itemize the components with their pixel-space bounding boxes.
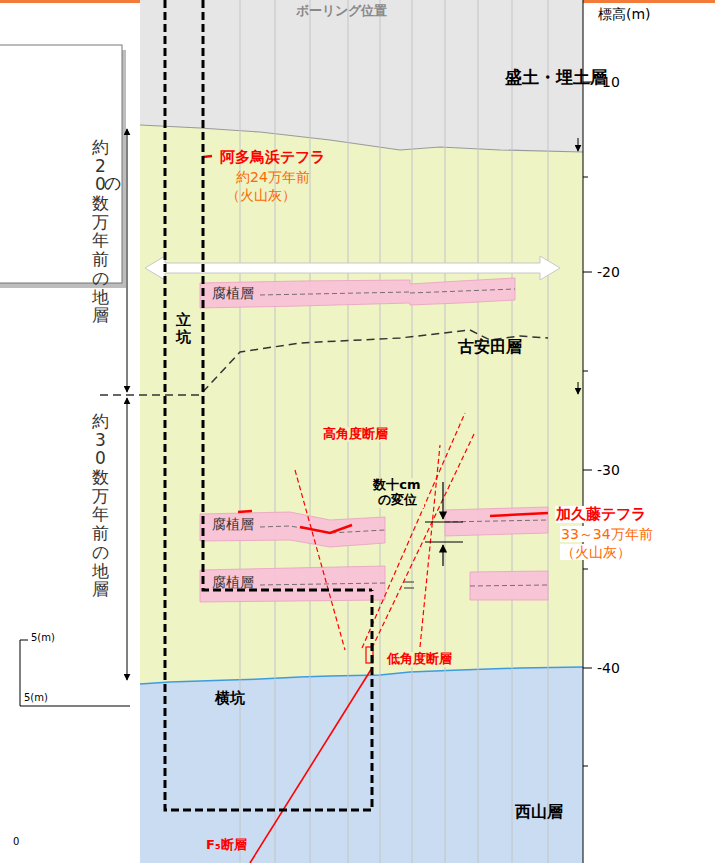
age-label: 約20数万年前の地層	[92, 138, 109, 325]
humus-band: 腐植層	[200, 506, 550, 550]
text-holder: 33～34万年前	[560, 526, 654, 542]
axis-label: -40	[597, 660, 620, 676]
humus-band: 腐植層	[200, 562, 550, 604]
ground-surface	[140, 125, 583, 152]
header-label: ボーリング位置	[296, 4, 387, 19]
text-holder: -30	[597, 462, 620, 478]
text-holder: 数十cm の変位	[370, 478, 424, 508]
age-label: 約24万年前	[236, 169, 310, 185]
text-holder: 5(m)	[31, 632, 55, 644]
tephra-label: 阿多鳥浜テフラ	[220, 149, 325, 166]
layer-boundary	[140, 667, 583, 684]
scale-label: 5(m)	[24, 692, 48, 704]
text-holder: （火山灰）	[560, 544, 632, 560]
text-holder: 腐植層	[212, 574, 254, 590]
tephra-lines	[203, 156, 548, 533]
humus-bands	[200, 278, 548, 602]
text-holder: の	[104, 174, 121, 194]
tephra-label: 加久藤テフラ	[555, 506, 647, 523]
text-holder: -40	[597, 660, 620, 676]
age-label: 33～34万年前	[560, 526, 654, 542]
layer-name: 腐植層	[212, 574, 254, 590]
koyasuda-layer	[140, 125, 583, 684]
text-holder: 約24万年前	[236, 169, 310, 185]
text-holder: 立坑	[176, 312, 191, 345]
text-holder: 腐植層	[212, 516, 254, 532]
layer-name: 腐植層	[212, 285, 254, 301]
band-midlines	[260, 289, 548, 586]
boring-lines	[240, 0, 548, 863]
fault-label: F₅断層	[206, 838, 247, 853]
text-holder: -20	[597, 264, 620, 280]
boundary-line	[100, 330, 548, 395]
continuity-arrow	[145, 256, 560, 280]
text-holder: -10	[597, 74, 620, 90]
axis-label: -20	[597, 264, 620, 280]
axis-label: -10	[597, 74, 620, 90]
layer-name: 西山層	[515, 803, 563, 821]
vertical-label: 立坑	[176, 312, 191, 345]
text-holder: F₅断層	[206, 838, 247, 853]
koyasuda-layer: 腐植層腐植層腐植層古安田層	[140, 150, 583, 675]
text-holder: 阿多鳥浜テフラ	[220, 149, 325, 166]
layer-name: 横坑	[215, 690, 245, 707]
humus-band: 腐植層	[200, 276, 518, 310]
text-holder: 古安田層	[458, 338, 522, 356]
layer-name: 古安田層	[458, 338, 522, 356]
axis-title: 標高(m)	[598, 6, 651, 22]
fault-label: 低角度断層	[386, 652, 453, 667]
text-holder: （火山灰）	[226, 187, 296, 203]
text-holder: 加久藤テフラ	[555, 506, 647, 523]
text-holder: 高角度断層	[322, 427, 389, 442]
text-holder: 約20数万年前の地層	[92, 138, 109, 325]
text-holder: 標高(m)	[598, 6, 651, 22]
text-holder: 低角度断層	[386, 652, 453, 667]
fill-layer: 盛土・埋土層	[140, 0, 611, 150]
scale-label: 5(m)	[31, 632, 55, 644]
shaft-tunnel: 立坑横坑	[163, 0, 373, 812]
text-holder: 5(m)	[24, 692, 48, 704]
text-holder: ボーリング位置	[296, 4, 387, 19]
elevation-axis	[578, 0, 592, 863]
scale-label: 0	[13, 836, 19, 848]
layer-name: の	[104, 174, 121, 194]
layer-name: 腐植層	[212, 516, 254, 532]
text-holder: 腐植層	[212, 285, 254, 301]
shaft-outline	[165, 0, 372, 810]
layer-name: 盛土・埋土層	[505, 68, 607, 88]
text-holder: 横坑	[215, 690, 245, 707]
text-holder: 0	[13, 836, 19, 848]
band-ticks	[404, 582, 414, 588]
fault-label: 高角度断層	[322, 427, 389, 442]
age-label: 約30数万年前の地層	[92, 412, 109, 599]
axis-label: -30	[597, 462, 620, 478]
displacement-label: 数十cm の変位	[370, 478, 424, 508]
nishiyama-layer	[140, 667, 583, 863]
age-brackets	[127, 129, 128, 680]
text-holder: 盛土・埋土層	[505, 68, 607, 88]
note-label: （火山灰）	[560, 544, 632, 560]
f5-fault	[250, 668, 372, 863]
note-label: （火山灰）	[226, 187, 296, 203]
displacement-marks	[425, 482, 463, 566]
text-holder: 約30数万年前の地層	[92, 412, 109, 599]
text-holder: 西山層	[515, 803, 563, 821]
fault-lines	[295, 413, 475, 650]
scale-bar	[20, 640, 130, 706]
